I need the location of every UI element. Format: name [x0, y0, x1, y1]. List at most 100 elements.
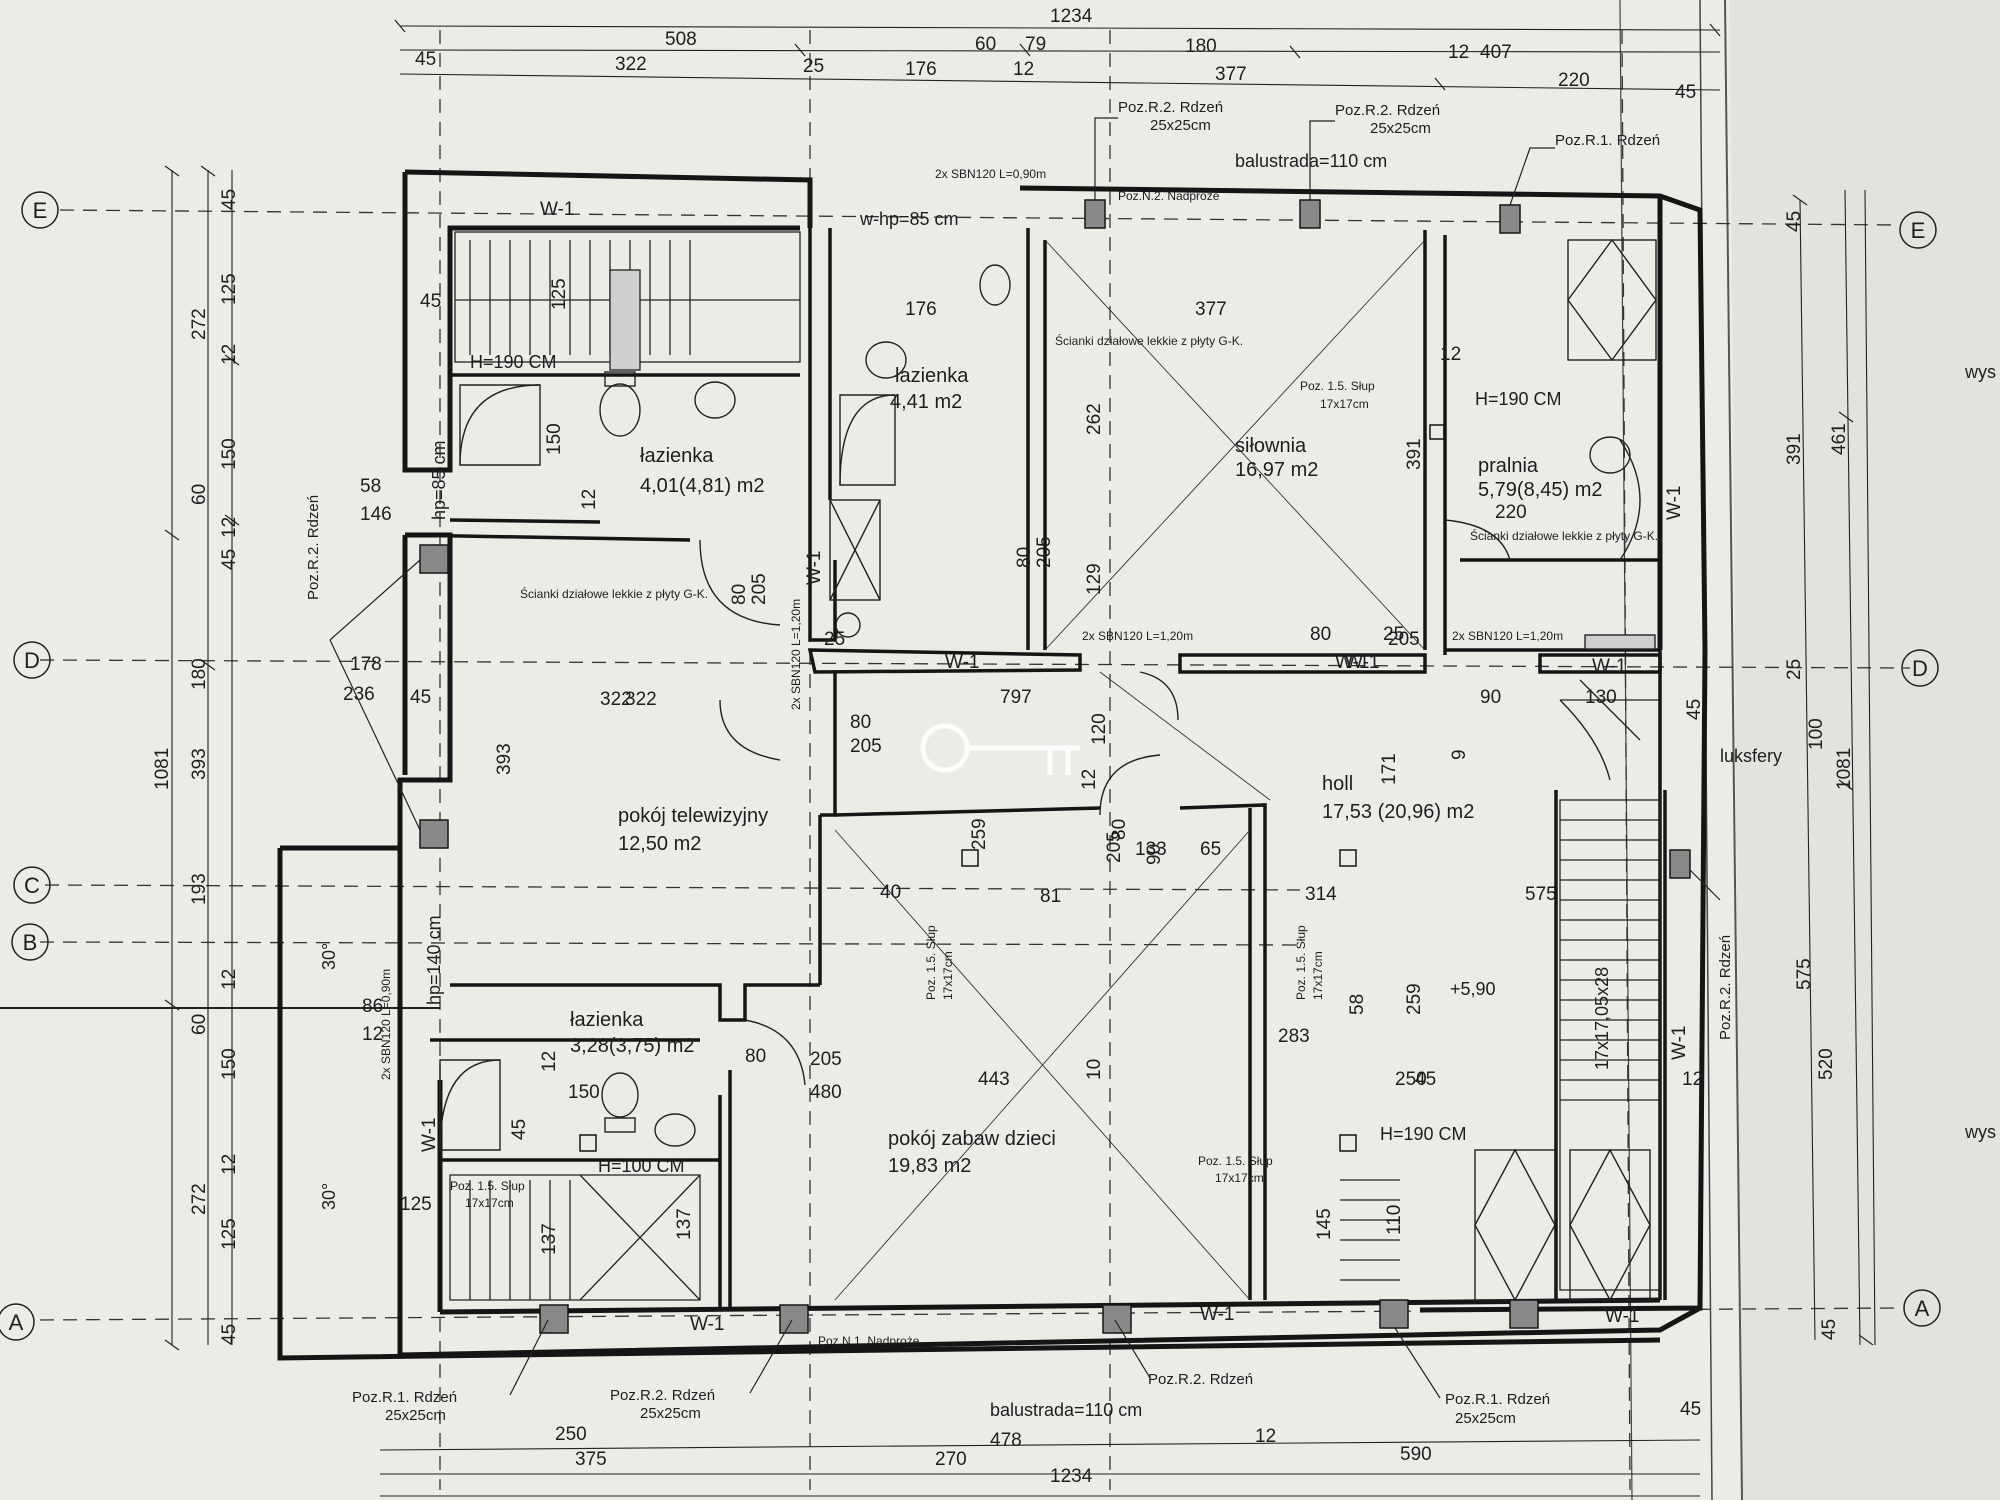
- core-size-7: 25x25cm: [640, 1405, 701, 1422]
- core-label-3: Poz.R.1. Rdzeń: [1555, 132, 1660, 149]
- dim-interior-1: 125: [549, 278, 570, 310]
- balustrada-top: balustrada=110 cm: [1235, 151, 1387, 171]
- dim-interior-37: 40: [880, 882, 901, 903]
- room-4-name: pokój telewizyjny: [618, 805, 768, 827]
- core-labels: Poz.R.2. Rdzeń 25x25cm Poz.R.2. Rdzeń 25…: [305, 99, 1734, 1427]
- dim-interior-63: 9: [1449, 749, 1470, 760]
- column-label-2: Poz. 1.5. Słup: [1294, 925, 1308, 1000]
- dim-left1-4: 193: [189, 873, 210, 905]
- room-5-area: 17,53 (20,96) m2: [1322, 801, 1474, 823]
- partition-note-3: Ścianki działowe lekkie z płyty G-K.: [1470, 528, 1658, 543]
- dim-interior-53: 150: [568, 1082, 600, 1103]
- dim-right2-4: 520: [1816, 1048, 1837, 1080]
- height-labels: H=190 CMH=190 CMH=190 CMH=100 CM: [470, 352, 1562, 1176]
- dim-interior-49: 443: [978, 1069, 1010, 1090]
- window-label-5: W-1: [690, 1314, 724, 1335]
- room-2-area: 16,97 m2: [1235, 459, 1318, 481]
- dim-interior-41: 575: [1525, 884, 1557, 905]
- dim-bot1-1: 478: [990, 1430, 1022, 1451]
- dim-interior-54: 12: [539, 1051, 560, 1072]
- window-label-8: W-1: [1669, 1026, 1690, 1060]
- dim-interior-48: 480: [810, 1082, 842, 1103]
- dim-left2-4: 12: [219, 517, 240, 538]
- beam-label-4: 2x SBN120 L=0,90m: [379, 969, 393, 1080]
- dim-interior-15: 129: [1084, 563, 1105, 595]
- dim-interior-19: 178: [350, 654, 382, 675]
- dim-interior-30: 171: [1379, 753, 1400, 785]
- dim-left2-7: 150: [219, 1048, 240, 1080]
- axis-a-right: A: [1915, 1296, 1930, 1321]
- dim-left1-1: 60: [189, 484, 210, 505]
- core-label-7: Poz.R.2. Rdzeń: [610, 1387, 715, 1404]
- dim-interior-50: 10: [1084, 1059, 1105, 1080]
- angle-label-1: 30°: [319, 943, 339, 970]
- core-label-4: Poz.R.2. Rdzeń: [305, 495, 322, 600]
- dim-interior-13: 80: [729, 584, 750, 605]
- dim-interior-51: 283: [1278, 1026, 1310, 1047]
- window-label-10: W-1: [804, 551, 825, 585]
- dim-top2-4: 12: [1013, 59, 1034, 80]
- dim-interior-21: 45: [410, 687, 431, 708]
- dim-interior-11: 58: [360, 476, 381, 497]
- dim-interior-35: 65: [1200, 839, 1221, 860]
- room-5-name: holl: [1322, 773, 1353, 795]
- lintel-n1: Poz.N.1. Nadproże: [818, 1334, 920, 1348]
- dim-left2-6: 12: [219, 969, 240, 990]
- partition-note-2: Ścianki działowe lekkie z płyty G-K.: [520, 586, 708, 601]
- dim-interior-27: 80: [850, 712, 871, 733]
- dim-interior-2: 322: [600, 689, 632, 710]
- dim-top1-4: 12: [1448, 42, 1469, 63]
- dim-interior-62: 12: [1682, 1069, 1703, 1090]
- height-label-2: H=190 CM: [1380, 1124, 1467, 1144]
- column-size-3: 17x17cm: [1320, 397, 1369, 411]
- dim-interior-18: 25: [1383, 624, 1404, 645]
- angle-label-2: 30°: [319, 1183, 339, 1210]
- axis-c-left: C: [24, 873, 40, 898]
- dim-left2-10: 45: [219, 1324, 240, 1345]
- window-label-0: W-1: [540, 199, 574, 220]
- window-label-7: W-1: [1605, 1306, 1639, 1327]
- dim-interior-8: 12: [579, 489, 600, 510]
- room-1-name: łazienka: [895, 365, 969, 387]
- axis-e-right: E: [1911, 218, 1926, 243]
- room-0-name: łazienka: [640, 445, 714, 467]
- core-size-9: 25x25cm: [1455, 1410, 1516, 1427]
- column-size-1: 17x17cm: [941, 951, 955, 1000]
- dim-interior-3: 176: [905, 299, 937, 320]
- core-label-5: Poz.R.2. Rdzeń: [1717, 935, 1734, 1040]
- balustrada-bottom: balustrada=110 cm: [990, 1400, 1142, 1420]
- dim-bot1-0: 250: [555, 1424, 587, 1445]
- height-label-3: H=100 CM: [598, 1156, 685, 1176]
- room-2-name: siłownia: [1235, 435, 1307, 457]
- dim-interior-22: 322: [625, 689, 657, 710]
- core-label-8: Poz.R.2. Rdzeń: [1148, 1371, 1253, 1388]
- room-6-area: 3,28(3,75) m2: [570, 1035, 695, 1057]
- beam-label-1: 2x SBN120 L=1,20m: [1082, 629, 1193, 643]
- dim-top1-1: 60: [975, 34, 996, 55]
- dim-interior-34: 90: [1144, 844, 1165, 865]
- core-label-9: Poz.R.1. Rdzeń: [1445, 1391, 1550, 1408]
- dim-interior-47: 205: [810, 1049, 842, 1070]
- dim-interior-12: 146: [360, 504, 392, 525]
- column-size-2: 17x17cm: [1311, 951, 1325, 1000]
- dim-interior-65: 80: [1310, 624, 1331, 645]
- dim-left1-6: 272: [189, 1183, 210, 1215]
- dim-interior-0: 45: [420, 291, 441, 312]
- room-3-name: pralnia: [1478, 455, 1539, 477]
- window-label-11: W-1: [1345, 652, 1379, 673]
- dim-left2-1: 125: [219, 273, 240, 305]
- stairs-label: 17x17,05x28: [1592, 967, 1612, 1070]
- dim-left2-2: 12: [219, 344, 240, 365]
- dim-left2-8: 12: [219, 1154, 240, 1175]
- room-7-area: 19,83 m2: [888, 1155, 971, 1177]
- dim-interior-66: 205: [1388, 629, 1420, 650]
- w-hp-top: w-hp=85 cm: [859, 209, 959, 229]
- dim-interior-7: 150: [544, 423, 565, 455]
- dim-interior-36: 133: [1135, 839, 1167, 860]
